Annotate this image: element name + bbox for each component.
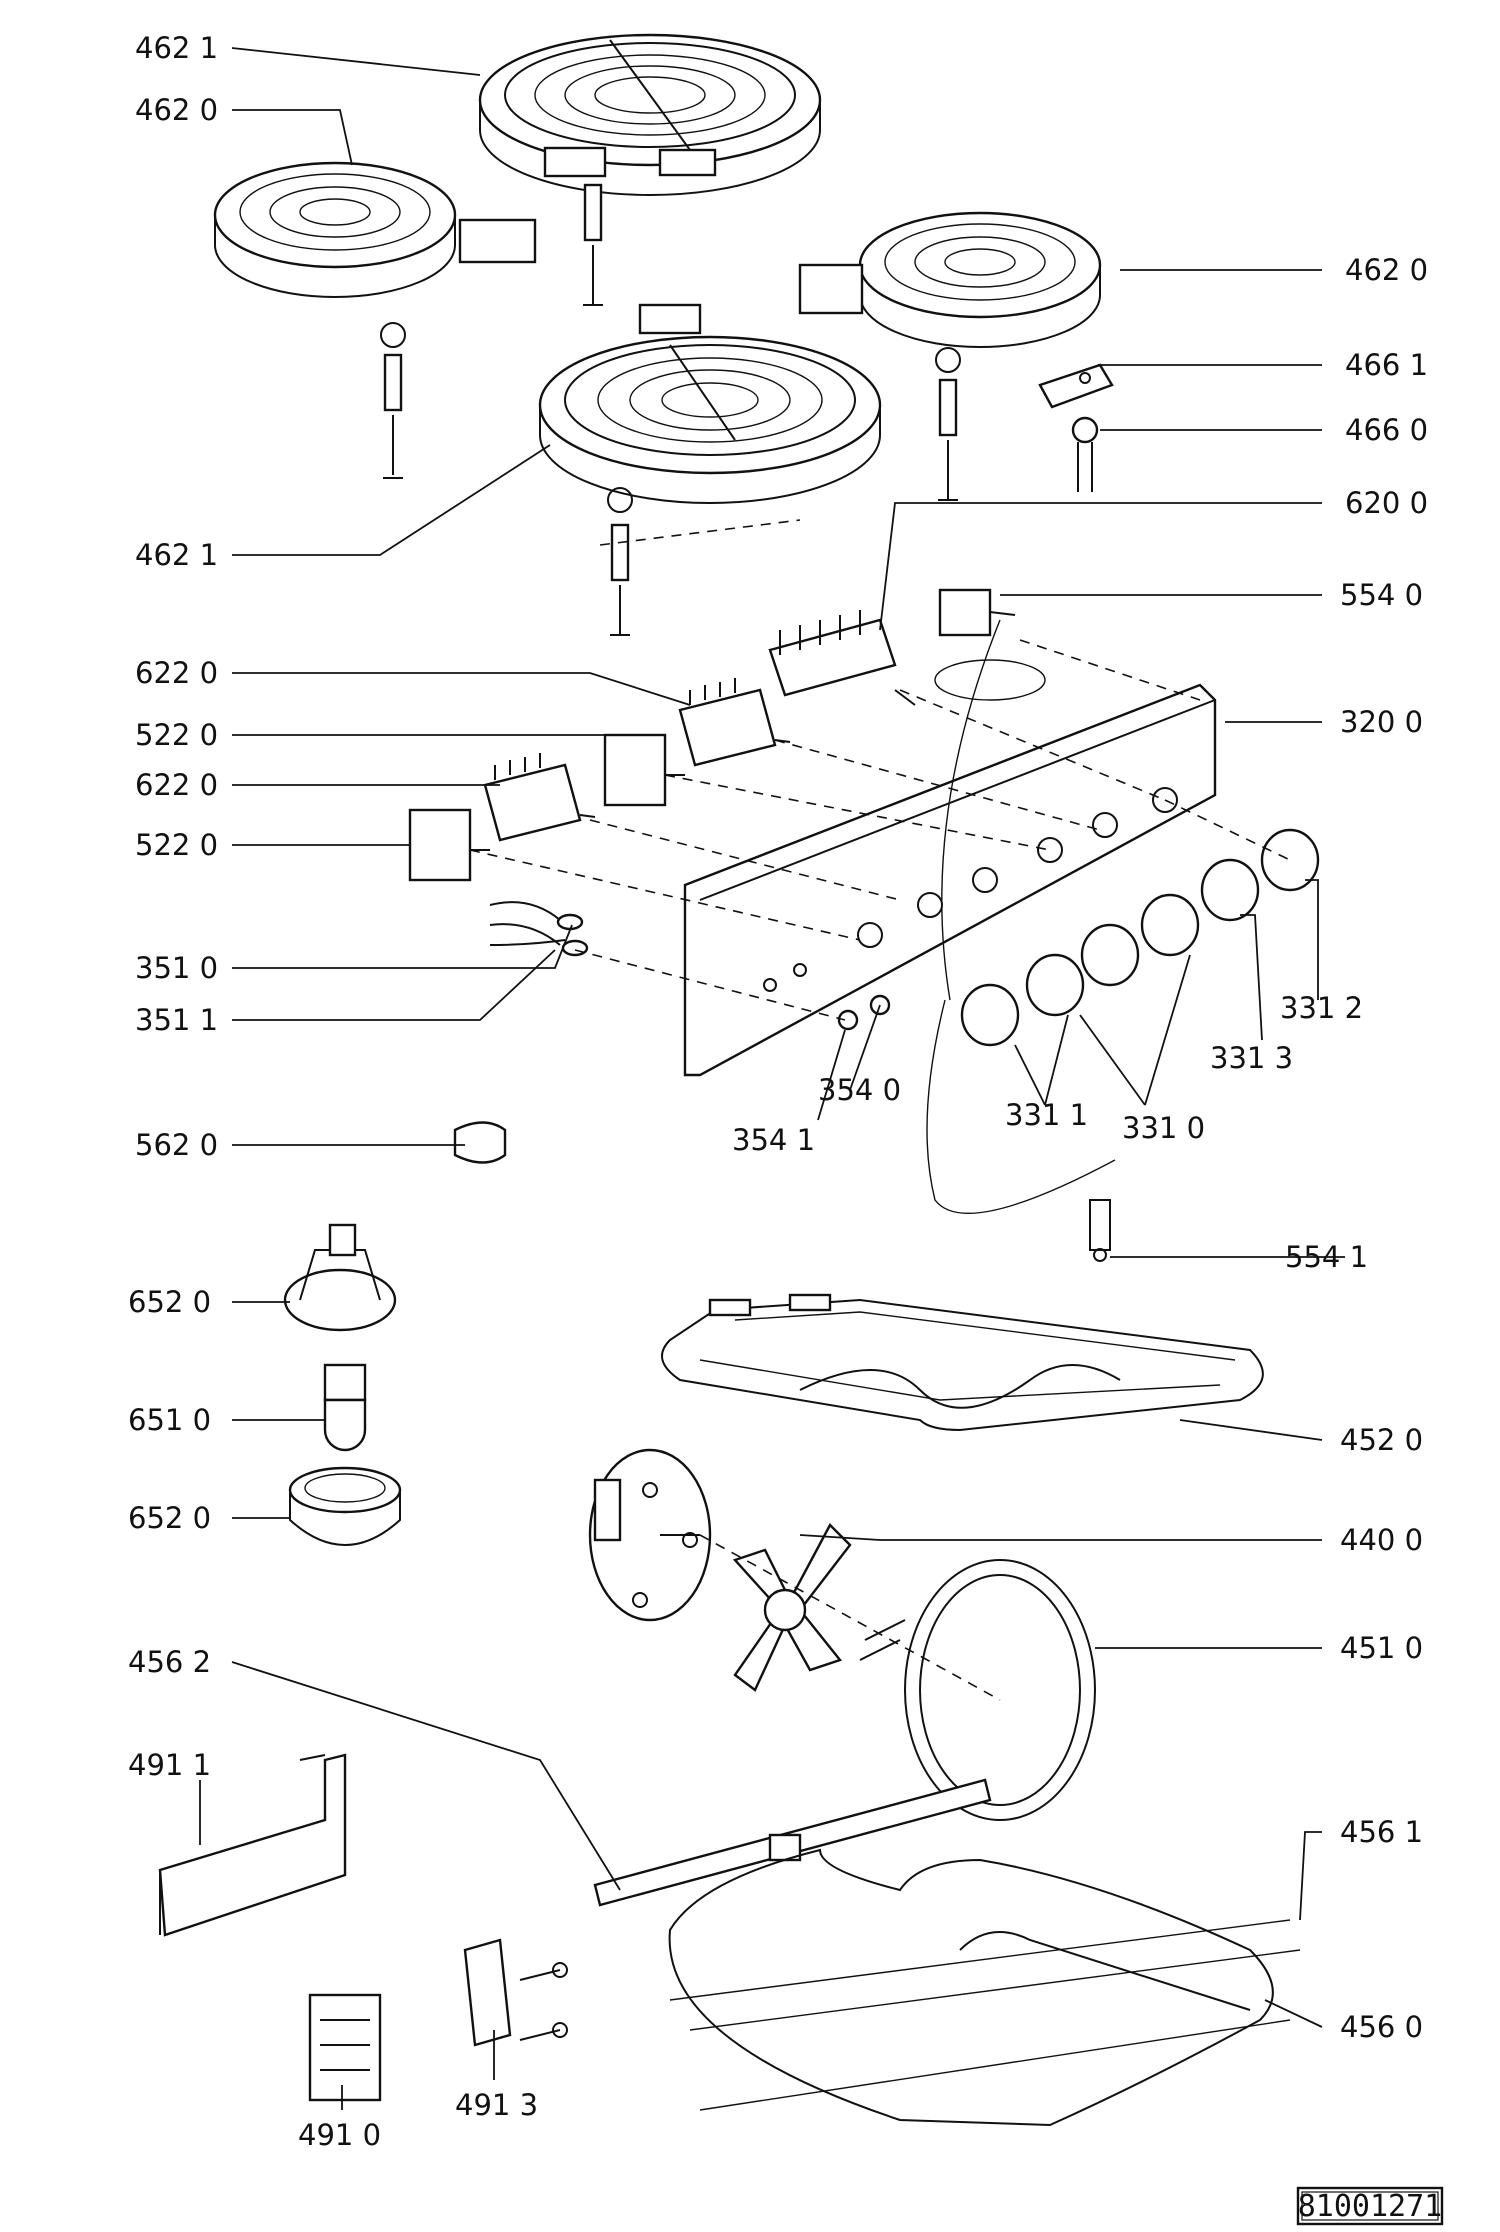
capillary	[926, 619, 1116, 1215]
circular-element	[859, 1559, 1096, 1821]
label-462-1-front: 462 1	[135, 538, 218, 572]
lamp-bulb	[323, 1363, 367, 1452]
label-554-1: 554 1	[1285, 1240, 1368, 1274]
clip	[453, 1121, 507, 1164]
label-554-0: 554 0	[1340, 578, 1423, 612]
lamp-holder	[283, 1223, 397, 1332]
label-462-0-right: 462 0	[1345, 253, 1428, 287]
label-562-0: 562 0	[135, 1128, 218, 1162]
label-456-1: 456 1	[1340, 1815, 1423, 1849]
label-491-1: 491 1	[128, 1748, 211, 1782]
assembly-lines	[469, 519, 1291, 1701]
reference-number: 81001271	[1298, 2189, 1443, 2224]
leader-lines	[199, 47, 1345, 2110]
label-620-0: 620 0	[1345, 486, 1428, 520]
label-651-0: 651 0	[128, 1403, 211, 1437]
lamp-bracket	[1038, 363, 1114, 492]
thermostat	[934, 588, 1046, 701]
hotplate-left	[213, 161, 537, 298]
switch-upper	[603, 733, 685, 807]
hotplate-front	[538, 303, 882, 504]
label-331-2: 331 2	[1280, 991, 1363, 1025]
label-351-0: 351 0	[135, 951, 218, 985]
grill-element	[661, 1293, 1264, 1432]
selector-switch	[768, 610, 916, 706]
label-622-0-upper: 622 0	[135, 656, 218, 690]
fan-motor	[588, 1448, 712, 1622]
energy-regulator-lower	[483, 753, 596, 842]
fan-blade	[732, 1523, 852, 1692]
label-491-0: 491 0	[298, 2118, 381, 2152]
terminal-block	[308, 1993, 382, 2102]
part-labels: 462 1 462 0 462 0 466 1 466 0 462 1 620 …	[128, 31, 1428, 2152]
element-bracket	[593, 1778, 992, 1907]
label-354-0: 354 0	[818, 1073, 901, 1107]
label-522-0-lower: 522 0	[135, 828, 218, 862]
label-456-2: 456 2	[128, 1645, 211, 1679]
cables	[489, 901, 589, 957]
label-652-0-holder: 652 0	[128, 1285, 211, 1319]
label-462-0-left: 462 0	[135, 93, 218, 127]
label-462-1-top: 462 1	[135, 31, 218, 65]
terminal-clamp	[463, 1938, 568, 2047]
label-622-0-lower: 622 0	[135, 768, 218, 802]
bulb-clip	[1089, 1199, 1111, 1262]
cover-plate	[158, 1753, 347, 1937]
hotplate-right	[798, 211, 1102, 348]
reference-number-box: 81001271	[1296, 2186, 1444, 2226]
label-652-0-cover: 652 0	[128, 1501, 211, 1535]
label-491-3: 491 3	[455, 2088, 538, 2122]
label-440-0: 440 0	[1340, 1523, 1423, 1557]
label-522-0-upper: 522 0	[135, 718, 218, 752]
hotplate-top	[478, 33, 822, 196]
label-451-0: 451 0	[1340, 1631, 1423, 1665]
label-354-1: 354 1	[732, 1123, 815, 1157]
label-331-3: 331 3	[1210, 1041, 1293, 1075]
label-456-0: 456 0	[1340, 2010, 1423, 2044]
label-331-1: 331 1	[1005, 1098, 1088, 1132]
label-452-0: 452 0	[1340, 1423, 1423, 1457]
label-466-0: 466 0	[1345, 413, 1428, 447]
neon-indicators	[837, 994, 891, 1031]
switch-lower	[408, 808, 490, 882]
energy-regulator-upper	[678, 678, 791, 767]
lower-element	[668, 1848, 1301, 2127]
label-320-0: 320 0	[1340, 705, 1423, 739]
control-panel	[683, 683, 1217, 1077]
label-351-1: 351 1	[135, 1003, 218, 1037]
label-331-0: 331 0	[1122, 1111, 1205, 1145]
fixing-screws	[380, 183, 961, 636]
control-knobs	[960, 828, 1320, 1047]
lamp-cover	[288, 1466, 402, 1546]
label-466-1: 466 1	[1345, 348, 1428, 382]
